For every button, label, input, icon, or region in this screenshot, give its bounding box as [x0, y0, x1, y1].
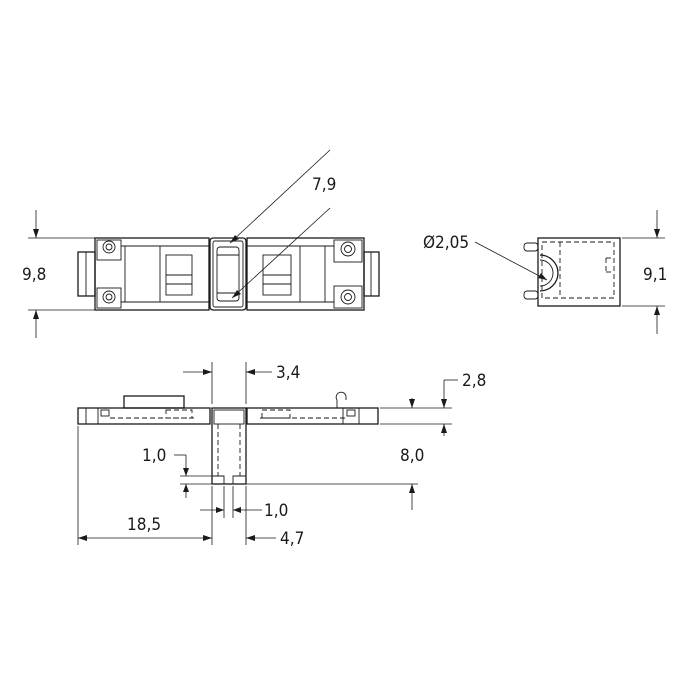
dim-top-diagonal: 7,9 [229, 149, 336, 299]
dim-length-left: 18,5 [77, 426, 213, 545]
dim-offset-right: 4,7 [245, 486, 304, 549]
side-view [474, 237, 621, 307]
front-view [77, 391, 379, 485]
label-top-height-left: 9,8 [22, 265, 46, 285]
dim-side-height-right: 9,1 [622, 210, 667, 334]
dim-height-total: 8,0 [246, 398, 424, 510]
label-width-center: 3,4 [276, 363, 300, 383]
dim-width-center: 3,4 [183, 362, 300, 404]
label-notch-width: 1,0 [264, 501, 288, 521]
label-height-total: 8,0 [400, 446, 424, 466]
dim-top-height-left: 9,8 [22, 210, 95, 338]
label-hole-diameter: Ø2,05 [423, 233, 469, 253]
label-top-diagonal: 7,9 [312, 175, 336, 195]
dim-notch-width: 1,0 [200, 486, 288, 521]
dim-notch-depth: 1,0 [142, 446, 212, 498]
dim-height-top-small: 2,8 [380, 371, 486, 436]
label-length-left: 18,5 [127, 515, 161, 535]
label-height-top-small: 2,8 [462, 371, 486, 391]
label-notch-depth: 1,0 [142, 446, 166, 466]
top-view [77, 237, 380, 311]
label-offset-right: 4,7 [280, 529, 304, 549]
label-side-height-right: 9,1 [643, 265, 667, 285]
